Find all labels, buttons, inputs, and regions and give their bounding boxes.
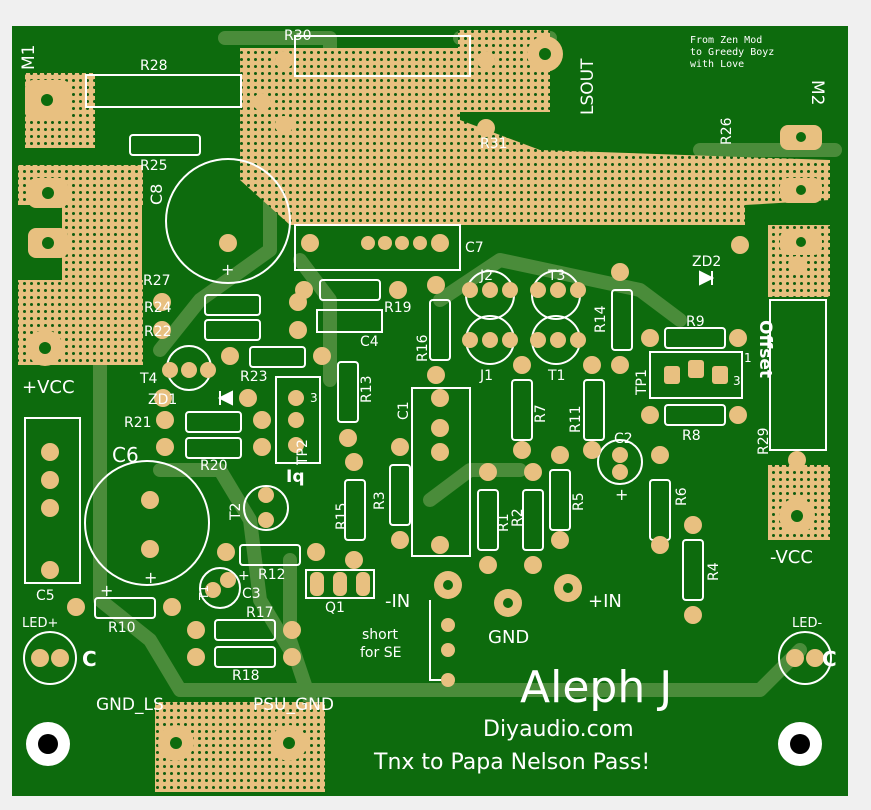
pin-3b-mark: 3 xyxy=(310,391,318,405)
ref-r21: R21 xyxy=(124,415,152,431)
ref-r15: R15 xyxy=(334,502,350,530)
ref-r12: R12 xyxy=(258,567,286,583)
ref-t3: T3 xyxy=(547,268,565,284)
ref-q1: Q1 xyxy=(325,600,345,616)
label-psu-gnd: PSU_GND xyxy=(253,695,334,715)
plus-c5: + xyxy=(100,581,113,600)
credit-line-1: From Zen Mod xyxy=(690,35,762,46)
ref-r9: R9 xyxy=(686,314,705,330)
label-vcc-neg: -VCC xyxy=(770,547,813,568)
ref-c3: C3 xyxy=(242,586,261,602)
plus-c8: + xyxy=(221,260,234,279)
ref-c4: C4 xyxy=(360,334,379,350)
mounting-holes xyxy=(26,722,822,766)
ref-c6: C6 xyxy=(112,443,139,467)
ref-t2: T2 xyxy=(228,503,244,521)
ref-r22: R22 xyxy=(144,324,172,340)
ref-r28: R28 xyxy=(140,58,168,74)
ref-r17: R17 xyxy=(246,605,274,621)
ref-r25: R25 xyxy=(140,158,168,174)
ref-tp1: TP1 xyxy=(634,369,650,396)
ref-r23: R23 xyxy=(240,369,268,385)
ref-r4: R4 xyxy=(706,562,722,581)
label-lsout: LSOUT xyxy=(578,58,598,115)
ref-t1: T1 xyxy=(547,368,565,384)
board-title: Aleph J xyxy=(520,662,672,713)
ref-r20: R20 xyxy=(200,458,228,474)
ref-r27: R27 xyxy=(143,273,171,289)
note-line-2: for SE xyxy=(360,645,401,661)
ref-t1-mark: T1 xyxy=(197,585,211,601)
ref-c2: C2 xyxy=(614,431,633,447)
pad-holes xyxy=(39,48,806,749)
label-c-left: C xyxy=(82,647,97,671)
pads xyxy=(25,36,824,761)
ref-r29: R29 xyxy=(756,427,772,455)
label-vcc-pos: +VCC xyxy=(22,377,75,398)
label-m2: M2 xyxy=(807,80,827,105)
ref-r11: R11 xyxy=(568,405,584,433)
pin-1-mark: 1 xyxy=(744,351,752,365)
ref-c5: C5 xyxy=(36,588,55,604)
diode-symbols xyxy=(217,270,715,406)
label-in-pos: +IN xyxy=(588,591,622,612)
ref-c8: C8 xyxy=(147,184,166,205)
silkscreen-outlines xyxy=(23,35,832,685)
ref-r16: R16 xyxy=(415,334,431,362)
plus-c3: + xyxy=(238,568,250,584)
ref-zd1: ZD1 xyxy=(148,392,177,408)
credit-line-3: with Love xyxy=(690,59,744,70)
ref-r7: R7 xyxy=(533,404,549,423)
ref-r24: R24 xyxy=(144,300,172,316)
ref-r5: R5 xyxy=(571,492,587,511)
label-c-right: C xyxy=(822,647,837,671)
ref-r10: R10 xyxy=(108,620,136,636)
ref-r3: R3 xyxy=(372,491,388,510)
plus-c6: + xyxy=(144,568,157,587)
ref-r8: R8 xyxy=(682,428,701,444)
label-in-neg: -IN xyxy=(385,591,410,612)
ref-c7: C7 xyxy=(465,240,484,256)
ref-r1: R1 xyxy=(496,513,512,532)
label-led-pos: LED+ xyxy=(22,616,58,631)
ref-r2: R2 xyxy=(510,508,526,527)
label-led-neg: LED- xyxy=(792,616,822,631)
ref-r18: R18 xyxy=(232,668,260,684)
label-m1: M1 xyxy=(19,45,39,70)
ref-r26: R26 xyxy=(719,117,735,145)
pin-3-mark: 3 xyxy=(733,374,741,388)
board-site: Diyaudio.com xyxy=(483,717,634,742)
label-iq: Iq xyxy=(286,467,305,487)
ref-t4: T4 xyxy=(139,371,158,387)
credit-line-2: to Greedy Boyz xyxy=(690,47,774,58)
ref-tp2: TP2 xyxy=(295,439,311,466)
ref-r30: R30 xyxy=(284,28,312,44)
label-gnd: GND xyxy=(488,627,529,648)
ref-c1: C1 xyxy=(396,401,412,420)
ref-r14: R14 xyxy=(593,305,609,333)
silkscreen-text: From Zen Mod to Greedy Boyz with Love M1… xyxy=(19,28,837,775)
label-gnd-ls: GND_LS xyxy=(96,695,164,715)
ref-r19: R19 xyxy=(384,300,412,316)
ref-r13: R13 xyxy=(359,375,375,403)
board-thanks: Tnx to Papa Nelson Pass! xyxy=(373,750,650,775)
ref-zd2: ZD2 xyxy=(692,254,721,270)
ref-r6: R6 xyxy=(674,487,690,506)
note-line-1: short xyxy=(362,627,398,643)
ref-r31: R31 xyxy=(480,136,508,152)
label-offset: Offset xyxy=(755,320,775,378)
ref-j1: J1 xyxy=(479,368,493,384)
ref-j2: J2 xyxy=(479,268,493,284)
plus-c2: + xyxy=(615,485,628,504)
